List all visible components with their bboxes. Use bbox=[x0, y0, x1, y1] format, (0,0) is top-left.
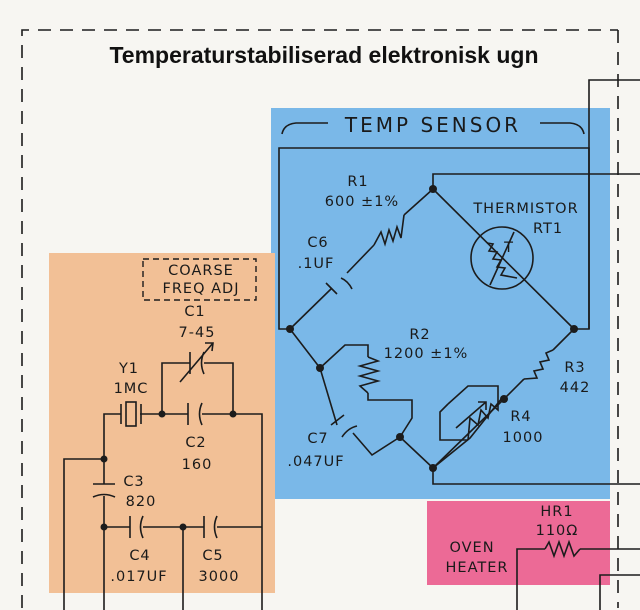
c6-capacitor-symbol bbox=[325, 277, 353, 295]
thermistor-symbol-letter: T bbox=[503, 240, 514, 256]
r1-name: R1 bbox=[347, 174, 368, 190]
c2-capacitor-symbol bbox=[187, 402, 203, 426]
oscillator-block bbox=[49, 253, 275, 593]
hr1-resistor-symbol bbox=[544, 539, 581, 559]
temp-sensor-heading-bracket bbox=[281, 122, 585, 135]
r4-name: R4 bbox=[510, 409, 531, 425]
c5-value: 3000 bbox=[199, 569, 240, 585]
c2-name: C2 bbox=[185, 435, 206, 451]
bridge-wiring bbox=[278, 147, 640, 485]
oven-wiring bbox=[516, 79, 640, 610]
r2-name: R2 bbox=[409, 327, 430, 343]
c1-value: 7-45 bbox=[179, 325, 216, 341]
c4-value: .017UF bbox=[110, 569, 167, 585]
r2-resistor-symbol bbox=[357, 356, 381, 394]
r3-value: 442 bbox=[560, 380, 591, 396]
r1-value: 600 ±1% bbox=[325, 194, 399, 210]
oven-heater-block bbox=[427, 501, 610, 585]
r4-value: 1000 bbox=[503, 430, 544, 446]
r2-value: 1200 ±1% bbox=[384, 346, 469, 362]
c4-name: C4 bbox=[129, 548, 150, 564]
c1-name: C1 bbox=[184, 304, 205, 320]
y1-value: 1MC bbox=[114, 381, 149, 397]
coarse-label-line1: COARSE bbox=[168, 263, 234, 279]
coarse-label-line2: FREQ ADJ bbox=[163, 281, 240, 297]
c7-value: .047UF bbox=[287, 454, 344, 470]
c2-value: 160 bbox=[182, 457, 213, 473]
r3-resistor-symbol bbox=[523, 349, 554, 380]
thermistor-symbol bbox=[470, 226, 534, 290]
c5-name: C5 bbox=[202, 548, 223, 564]
diagram-title: Temperaturstabiliserad elektronisk ugn bbox=[109, 42, 538, 68]
y1-crystal-symbol bbox=[120, 401, 142, 427]
c7-capacitor-symbol bbox=[330, 414, 358, 438]
thermistor-ref: RT1 bbox=[533, 221, 563, 237]
c3-capacitor-symbol bbox=[92, 483, 116, 498]
c3-value: 820 bbox=[126, 494, 157, 510]
hr1-value: 110Ω bbox=[536, 523, 579, 539]
r4-wiper-arrow bbox=[455, 401, 487, 429]
c7-name: C7 bbox=[307, 431, 328, 447]
temp-sensor-heading: TEMP SENSOR bbox=[344, 113, 521, 137]
r1-resistor-symbol bbox=[373, 214, 405, 247]
thermistor-name: THERMISTOR bbox=[472, 201, 578, 217]
y1-name: Y1 bbox=[118, 361, 139, 377]
r3-name: R3 bbox=[564, 360, 585, 376]
oven-enclosure-border bbox=[21, 29, 619, 608]
c1-variable-capacitor-symbol bbox=[179, 342, 214, 383]
c6-name: C6 bbox=[307, 235, 328, 251]
coarse-freq-adj-box bbox=[142, 258, 257, 301]
c3-name: C3 bbox=[123, 474, 144, 490]
oven-label-line1: OVEN bbox=[449, 540, 494, 556]
c4-capacitor-symbol bbox=[129, 515, 144, 539]
r4-resistor-symbol bbox=[467, 400, 499, 441]
oven-label-line2: HEATER bbox=[446, 560, 509, 576]
c5-capacitor-symbol bbox=[203, 515, 218, 539]
hr1-name: HR1 bbox=[540, 504, 573, 520]
c6-value: .1UF bbox=[298, 256, 335, 272]
